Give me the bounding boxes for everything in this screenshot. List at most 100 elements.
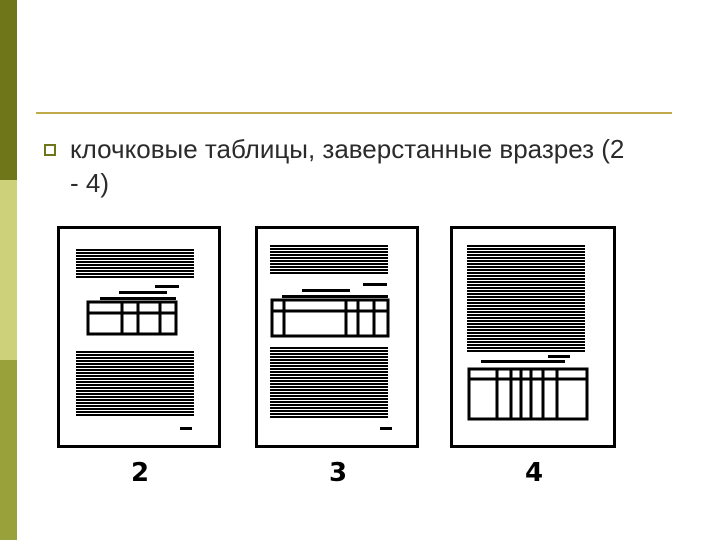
text-line	[270, 260, 388, 262]
text-line	[270, 254, 388, 256]
table-caption-line	[100, 297, 176, 300]
text-line	[467, 347, 585, 349]
table-caption-line	[363, 283, 387, 286]
text-line	[270, 377, 388, 379]
text-line	[270, 245, 388, 247]
text-line	[76, 399, 194, 401]
page-layout-figure-4	[450, 226, 616, 448]
text-line	[467, 335, 585, 337]
sidebar-band-middle	[0, 180, 17, 360]
text-line	[76, 369, 194, 371]
text-line	[467, 293, 585, 295]
text-line	[76, 261, 194, 263]
text-line	[270, 401, 388, 403]
text-line	[270, 263, 388, 265]
text-line	[270, 410, 388, 412]
text-line	[467, 326, 585, 328]
text-line	[467, 338, 585, 340]
text-line	[467, 329, 585, 331]
text-line	[76, 363, 194, 365]
text-line	[467, 260, 585, 262]
text-line	[270, 413, 388, 415]
text-line	[76, 405, 194, 407]
text-line	[76, 366, 194, 368]
text-line	[467, 296, 585, 298]
text-line	[270, 389, 388, 391]
text-line	[467, 269, 585, 271]
text-line	[270, 266, 388, 268]
text-line	[467, 344, 585, 346]
text-line	[467, 245, 585, 247]
text-line	[270, 407, 388, 409]
table-grid	[86, 300, 178, 336]
text-line	[270, 416, 388, 418]
text-line	[270, 362, 388, 364]
text-block-top	[76, 249, 194, 278]
bullet-text: клочковые таблицы, заверстанные вразрез …	[70, 134, 625, 198]
text-line	[76, 270, 194, 272]
text-line	[467, 332, 585, 334]
text-line	[76, 381, 194, 383]
text-line	[467, 308, 585, 310]
text-line	[76, 255, 194, 257]
table-caption-line	[548, 355, 570, 358]
text-line	[467, 248, 585, 250]
text-block-bottom	[270, 347, 388, 418]
figure-label-2: 2	[130, 458, 150, 488]
text-line	[76, 360, 194, 362]
table-caption-line	[481, 360, 565, 363]
text-line	[76, 354, 194, 356]
text-line	[270, 248, 388, 250]
text-block-top	[467, 245, 585, 352]
text-line	[76, 264, 194, 266]
text-line	[270, 404, 388, 406]
table-caption-line	[302, 289, 350, 292]
text-line	[270, 257, 388, 259]
text-line	[270, 365, 388, 367]
text-line	[467, 257, 585, 259]
text-line	[76, 402, 194, 404]
text-line	[467, 278, 585, 280]
text-line	[76, 276, 194, 278]
text-line	[467, 251, 585, 253]
text-line	[76, 249, 194, 251]
page-layout-diagram-4	[467, 245, 589, 421]
text-line	[76, 378, 194, 380]
text-line	[467, 284, 585, 286]
text-line	[76, 396, 194, 398]
text-line	[76, 414, 194, 416]
text-line	[467, 263, 585, 265]
text-line	[76, 393, 194, 395]
text-line	[270, 272, 388, 274]
text-line	[467, 320, 585, 322]
text-line	[270, 383, 388, 385]
table-caption-line	[155, 285, 179, 288]
figure-label-4: 4	[524, 458, 544, 488]
text-line	[467, 314, 585, 316]
page-layout-figure-3	[255, 226, 419, 448]
text-line	[76, 351, 194, 353]
text-line	[270, 392, 388, 394]
sidebar-band-bottom	[0, 360, 17, 540]
text-line	[76, 357, 194, 359]
text-line	[467, 341, 585, 343]
text-line	[270, 359, 388, 361]
text-line	[270, 368, 388, 370]
text-line	[76, 372, 194, 374]
text-line	[76, 258, 194, 260]
text-line	[270, 356, 388, 358]
text-line	[467, 311, 585, 313]
text-line	[270, 251, 388, 253]
text-line	[467, 302, 585, 304]
text-line	[76, 384, 194, 386]
text-line	[270, 269, 388, 271]
page-layout-figure-2	[57, 226, 221, 448]
text-line	[76, 390, 194, 392]
text-line	[270, 347, 388, 349]
text-line	[467, 299, 585, 301]
square-bullet-icon	[44, 144, 56, 156]
text-line	[270, 398, 388, 400]
text-line	[467, 350, 585, 352]
figure-label-3: 3	[328, 458, 348, 488]
table-grid	[270, 298, 390, 338]
